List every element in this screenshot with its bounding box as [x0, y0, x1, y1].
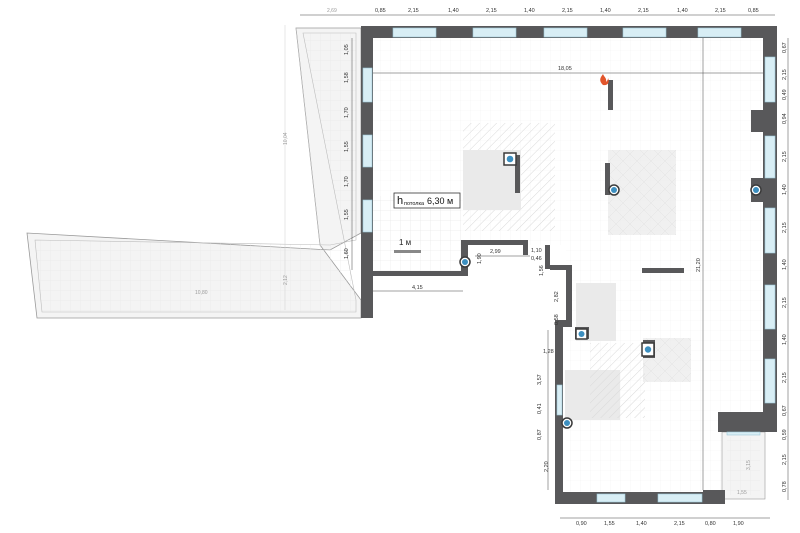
scale-label: 1 м — [399, 238, 411, 247]
dim-inner-height: 21,20 — [696, 258, 702, 272]
terrace-dim-slant: 2,12 — [283, 275, 289, 285]
dim-top-10: 2,15 — [715, 8, 726, 14]
dim-right-9: 2,15 — [782, 297, 788, 308]
fixture-icons — [459, 74, 762, 429]
ceiling-height-label: h потолка 6,30 м — [393, 192, 461, 209]
ceiling-h-letter: h — [397, 195, 403, 207]
dim-right-13: 0,59 — [782, 429, 788, 440]
water-icon — [503, 152, 517, 166]
terrace-dim-vertical: 10,04 — [283, 132, 289, 145]
dim-lower-5: 1,90 — [477, 253, 483, 264]
dim-inner-width: 18,05 — [558, 66, 572, 72]
dim-right-6: 1,40 — [782, 184, 788, 195]
dim-left-5: 1,70 — [344, 176, 350, 187]
dim-lower-6: 1,56 — [539, 265, 545, 276]
dim-bottom-2: 1,55 — [604, 521, 615, 527]
dim-bottom-5: 0,80 — [705, 521, 716, 527]
dim-lower-10: 3,57 — [537, 374, 543, 385]
dim-top-2: 2,15 — [408, 8, 419, 14]
dim-balcony-vertical: 3,15 — [746, 460, 752, 470]
dim-top-5: 1,40 — [524, 8, 535, 14]
dimension-texts: 2,69 0,85 2,15 1,40 2,15 1,40 2,15 1,40 … — [327, 8, 788, 527]
dim-left-6: 1,55 — [344, 209, 350, 220]
dim-left-3: 1,70 — [344, 107, 350, 118]
dim-right-3: 0,49 — [782, 89, 788, 100]
dim-bottom-3: 1,40 — [636, 521, 647, 527]
dim-top-3: 1,40 — [448, 8, 459, 14]
ceiling-sub: потолка — [404, 201, 425, 207]
dim-right-1: 0,67 — [782, 42, 788, 53]
dim-lower-12: 0,87 — [537, 429, 543, 440]
dim-right-15: 0,78 — [782, 481, 788, 492]
dim-left-2: 1,58 — [344, 72, 350, 83]
dim-left-4: 1,55 — [344, 141, 350, 152]
dim-right-4: 0,94 — [782, 113, 788, 124]
water-icon — [561, 417, 573, 429]
water-icon — [641, 342, 655, 357]
dim-lower-4: 0,46 — [531, 256, 542, 262]
dim-right-2: 2,15 — [782, 69, 788, 80]
dim-right-11: 2,15 — [782, 372, 788, 383]
water-icon — [750, 184, 762, 196]
water-icon — [608, 184, 620, 196]
terrace: 10,04 2,12 10,80 — [26, 25, 362, 319]
dimension-lines — [300, 14, 789, 519]
dim-left-1: 1,05 — [344, 44, 350, 55]
dim-top-8: 2,15 — [638, 8, 649, 14]
water-icon — [459, 256, 471, 268]
dim-lower-8: 0,58 — [554, 314, 560, 325]
dim-bottom-4: 2,15 — [674, 521, 685, 527]
dim-top-11: 0,85 — [748, 8, 759, 14]
dim-right-8: 1,40 — [782, 259, 788, 270]
dim-right-7: 2,15 — [782, 222, 788, 233]
dim-right-5: 2,15 — [782, 151, 788, 162]
dim-top-left: 2,69 — [327, 8, 337, 14]
dim-bottom-1: 0,90 — [576, 521, 587, 527]
dim-left-7: 1,60 — [344, 248, 350, 259]
dim-bottom-6: 1,90 — [733, 521, 744, 527]
water-icon — [575, 328, 588, 340]
dim-right-14: 2,15 — [782, 454, 788, 465]
dim-lower-2: 2,99 — [490, 249, 501, 255]
dim-lower-3: 1,10 — [531, 248, 542, 254]
dim-balcony-bottom: 1,55 — [737, 490, 747, 496]
dim-right-10: 1,40 — [782, 334, 788, 345]
interior-floor — [373, 37, 766, 500]
scale-bar: 1 м — [394, 238, 421, 253]
dim-lower-13: 2,20 — [544, 461, 550, 472]
dim-top-9: 1,40 — [677, 8, 688, 14]
dim-lower-11: 0,41 — [537, 403, 543, 414]
windows — [362, 27, 776, 503]
dim-top-7: 1,40 — [600, 8, 611, 14]
ceiling-value: 6,30 м — [427, 196, 453, 206]
fire-icon — [600, 74, 609, 86]
dim-top-4: 2,15 — [486, 8, 497, 14]
dim-lower-7: 2,82 — [554, 291, 560, 302]
dim-top-6: 2,15 — [562, 8, 573, 14]
dim-top-1: 0,85 — [375, 8, 386, 14]
dim-lower-1: 4,15 — [412, 285, 423, 291]
dim-lower-9: 1,28 — [543, 349, 554, 355]
terrace-dim-bottom: 10,80 — [195, 290, 208, 296]
dim-right-12: 0,67 — [782, 405, 788, 416]
